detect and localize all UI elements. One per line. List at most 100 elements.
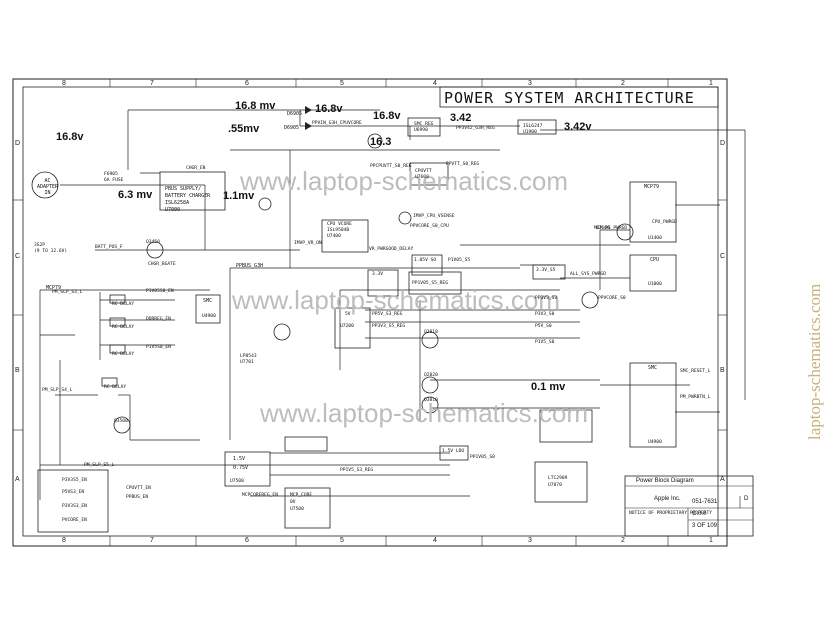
title-block-notice: NOTICE OF PROPRIETARY PROPERTY <box>629 511 712 516</box>
u4900-left-label: U4900 <box>202 314 216 319</box>
pvcore-en-label: PVCORE_EN <box>62 518 87 523</box>
cpu-pwrgd-label: CPU_PWRGD <box>652 220 677 225</box>
d6905-top-label: D6905 <box>287 111 303 117</box>
rc-delay-label: RC DELAY <box>112 352 135 357</box>
row-label: C <box>15 253 21 260</box>
annotation-voltage: 16.8v <box>56 131 84 143</box>
pm-slp-s5-label: PM_SLP_S5_L <box>84 463 115 468</box>
column-label: 8 <box>62 80 66 87</box>
title-block-sheet: 3 OF 109 <box>692 523 718 529</box>
vsense-label: IMVP_CPU_VSENSE <box>413 214 455 219</box>
ppvcore-label: PPVCORE_S0_CPU <box>410 224 449 229</box>
row-label: C <box>720 253 726 260</box>
pwrgood-label: ALL_SYS_PWRGD <box>570 272 606 277</box>
p5vs3-en-label: P5VS3_EN <box>62 490 85 495</box>
pp1v05-label: PP1V05_S5_REG <box>412 281 448 286</box>
ppvtt-label: PPVTT_S0_REG <box>446 162 480 167</box>
title-block-doc: 051-7631 <box>692 499 718 505</box>
annotation-voltage: 1.1mv <box>223 190 255 202</box>
column-label: 7 <box>150 537 154 544</box>
column-label: 4 <box>433 80 437 87</box>
annotation-voltage: .55mv <box>228 123 260 135</box>
column-label: 8 <box>62 537 66 544</box>
row-label: D <box>15 140 21 147</box>
row-label: D <box>720 140 726 147</box>
pbus-en-label: PPBUS_EN <box>126 495 149 500</box>
q2600-label: Q2600 <box>596 226 610 231</box>
column-label: 2 <box>621 80 625 87</box>
outer-frame <box>12 78 728 547</box>
pp3v3-s3-label: PP3V3_S3 <box>535 296 558 301</box>
column-label: 6 <box>245 80 249 87</box>
p1v5-en-label: P1V5S0_EN <box>146 345 171 350</box>
column-label: 1 <box>709 80 713 87</box>
mcp79-left-label: MCP79 <box>46 285 62 291</box>
column-label: 5 <box>340 537 344 544</box>
inner-frame <box>22 86 719 537</box>
p5v-s0-label: P5V_S0 <box>535 324 552 329</box>
mcpcore-en-label: MCPCOREREG_EN <box>242 493 278 498</box>
diode-symbol <box>305 122 312 130</box>
chgr-en-label: CHGR_EN <box>186 166 206 171</box>
watermark-top: www.laptop-schematics.com <box>240 166 568 196</box>
title-block-version: C.0.0 <box>692 511 707 517</box>
pwrbtn-label: PM_PWRBTN_L <box>680 395 711 400</box>
pp5v-s3-label: PP5V_S3_REG <box>372 312 403 317</box>
annotation-voltage: 3.42 <box>450 112 472 124</box>
smc-right-label: SMC <box>648 365 658 371</box>
d6905-bottom-label: D6905 <box>284 125 300 131</box>
blocks <box>31 117 754 537</box>
rc-delay-label: RC DELAY <box>112 325 135 330</box>
u1000-label: U1000 <box>648 282 662 287</box>
pp3v42-label: PP3V42_G3H_REG <box>456 126 495 131</box>
cpuvtt-en-label: CPUVTT_EN <box>126 486 151 491</box>
p3v3s3-en-label: P3V3S3_EN <box>62 504 87 509</box>
annotation-voltage: 0.1 mv <box>531 381 566 393</box>
v33-s5-label: 3.3V_S5 <box>536 268 556 273</box>
pp3v3-s5-label: PP3V3_S5_REG <box>372 324 406 329</box>
nb-ldo-label: 1.5V LDO <box>442 449 465 454</box>
annotation-voltage: 16.8 mv <box>235 100 276 112</box>
column-label: 6 <box>245 537 249 544</box>
column-label: 2 <box>621 537 625 544</box>
column-label: 3 <box>528 80 532 87</box>
q3810-label: Q3810 <box>424 398 438 403</box>
annotation-voltage: 3.42v <box>564 121 592 133</box>
q3500-label: Q3500 <box>114 419 128 424</box>
annotation-voltage: 6.3 mv <box>118 189 153 201</box>
grid-ticks <box>13 79 727 546</box>
imvp-label: IMVP_VR_ON <box>294 241 322 246</box>
ppvcore-s0-label: PPVCORE_S0 <box>598 296 626 301</box>
watermark-bottom: www.laptop-schematics.com <box>260 398 588 428</box>
column-label: 4 <box>433 537 437 544</box>
battery-label: 3S2P(9 TO 12.6V) <box>34 243 68 254</box>
batt-pos-label: BATT_POS_F <box>95 245 123 250</box>
q2810-label: Q2810 <box>424 330 438 335</box>
annotation-voltage: 16.8v <box>373 110 401 122</box>
u7200-label: U7200 <box>340 324 354 329</box>
smc-left-label: SMC <box>203 298 213 304</box>
p1v5-s0-label: P1V5_S0 <box>535 340 555 345</box>
title-block-title: Power Block Diagram <box>636 478 694 484</box>
rail-3v3-label: 3.3V <box>372 272 384 277</box>
p3v3s5-en-label: P3V3S5_EN <box>62 478 87 483</box>
u1400-label: U1400 <box>648 236 662 241</box>
row-label: A <box>15 476 20 483</box>
watermark-mid: www.laptop-schematics.com <box>232 285 560 315</box>
title-block-rev: D <box>744 496 749 502</box>
mcp-pwrok-label: MCP_PS_PWRGD <box>594 226 628 231</box>
p1v05-en-label: P1V05S0_EN <box>146 289 174 294</box>
ppvin-label: PPVIN_G3H_CPUVCORE <box>312 121 362 126</box>
ddrreg-en-label: DDRREG_EN <box>146 317 171 322</box>
column-label: 5 <box>340 80 344 87</box>
pp1v5-label: PP1V5_S3_REG <box>340 468 374 473</box>
